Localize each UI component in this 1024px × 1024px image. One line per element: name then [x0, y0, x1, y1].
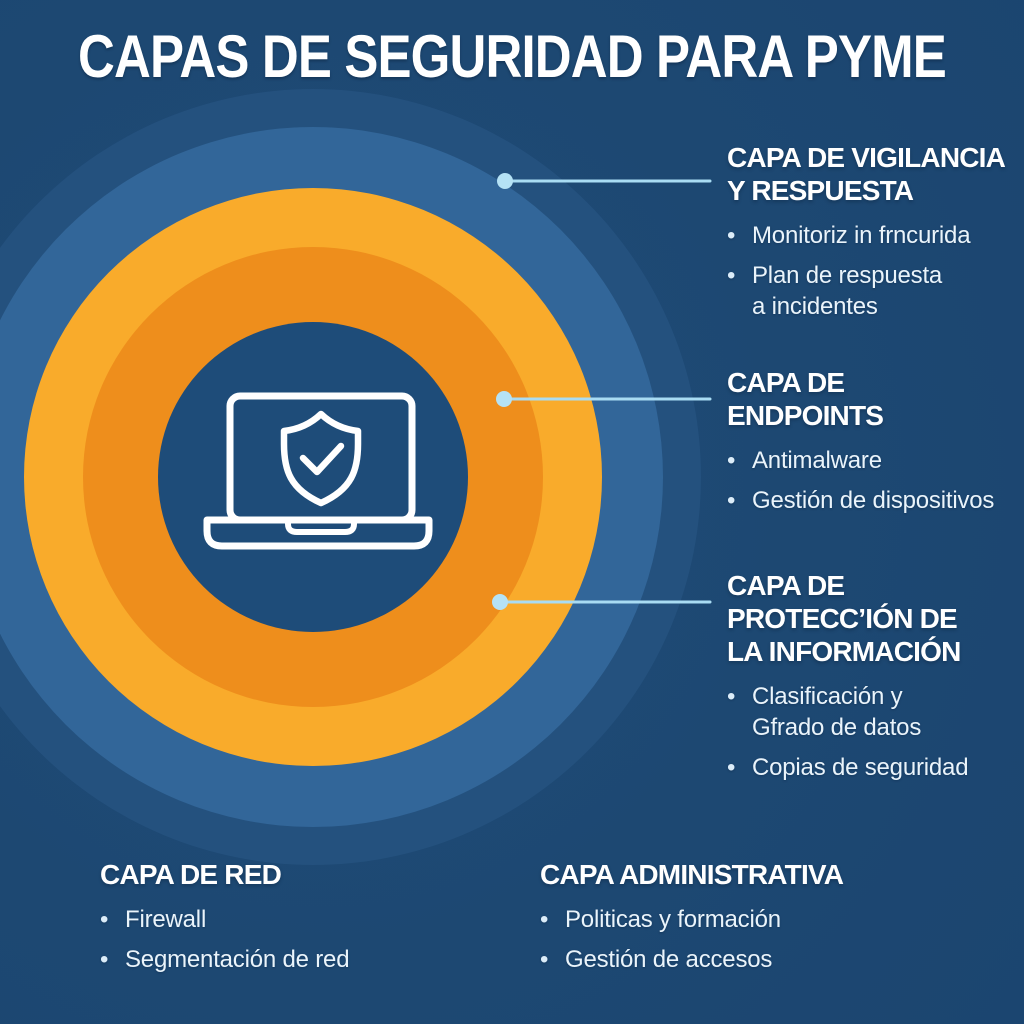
list-item: • Firewall [100, 904, 480, 935]
bullet-marker: • [727, 222, 736, 249]
list-item: • Antimalware [727, 445, 1024, 476]
bullet-list: • Monitoriz in frncurida • Plan de respu… [727, 220, 1024, 322]
bullet-marker: • [100, 906, 109, 933]
bullet-text: Firewall [125, 906, 207, 933]
list-item: • Plan de respuesta a incidentes [727, 260, 1024, 322]
section-proteccion-informacion: CAPA DE PROTECC’IÓN DE LA INFORMACIÓN • … [727, 569, 1024, 792]
bullet-list: • Politicas y formación • Gestión de acc… [540, 904, 960, 975]
list-item: • Gestión de dispositivos [727, 485, 1024, 516]
bullet-text: Monitoriz in frncurida [752, 222, 971, 249]
list-item: • Monitoriz in frncurida [727, 220, 1024, 251]
bullet-text: Copias de seguridad [752, 754, 969, 781]
bullet-marker: • [727, 487, 736, 514]
bullet-marker: • [727, 754, 736, 781]
list-item: • Gestión de accesos [540, 944, 960, 975]
leader-dot-proteccion [492, 594, 508, 610]
bullet-text: Clasificación y Gfrado de datos [752, 683, 922, 741]
section-heading: CAPA DE RED [100, 859, 282, 890]
leader-dot-vigilancia [497, 173, 513, 189]
laptop-shield-check-icon [203, 392, 433, 550]
bullet-marker: • [540, 906, 549, 933]
bullet-list: • Antimalware • Gestión de dispositivos [727, 445, 1024, 516]
laptop-trackpad-notch [285, 518, 357, 535]
bullet-marker: • [540, 946, 549, 973]
laptop-base [203, 516, 433, 550]
section-vigilancia-respuesta: CAPA DE VIGILANCIA Y RESPUESTA • Monitor… [727, 141, 1024, 331]
section-heading: CAPA DE VIGILANCIA Y RESPUESTA [727, 142, 1006, 206]
bullet-text: Gestión de accesos [565, 946, 773, 973]
leader-dots [492, 173, 513, 610]
bullet-marker: • [100, 946, 109, 973]
bullet-text: Segmentación de red [125, 946, 350, 973]
section-heading: CAPA ADMINISTRATIVA [540, 859, 844, 890]
bullet-marker: • [727, 262, 736, 289]
section-heading: CAPA DE ENDPOINTS [727, 367, 884, 431]
checkmark-icon [299, 442, 345, 476]
bullet-list: • Firewall • Segmentación de red [100, 904, 480, 975]
bullet-list: • Clasificación y Gfrado de datos • Copi… [727, 681, 1024, 783]
section-endpoints: CAPA DE ENDPOINTS • Antimalware • Gestió… [727, 366, 1024, 525]
page-title: CAPAS DE SEGURIDAD PARA PYME [78, 23, 947, 90]
bullet-marker: • [727, 447, 736, 474]
leader-dot-endpoints [496, 391, 512, 407]
center-circle [158, 322, 468, 632]
list-item: • Copias de seguridad [727, 752, 1024, 783]
shield-icon [280, 410, 362, 507]
section-red: CAPA DE RED • Firewall • Segmentación de… [100, 858, 480, 984]
section-heading: CAPA DE PROTECC’IÓN DE LA INFORMACIÓN [727, 570, 961, 667]
list-item: • Politicas y formación [540, 904, 960, 935]
list-item: • Clasificación y Gfrado de datos [727, 681, 1024, 743]
bullet-marker: • [727, 683, 736, 710]
bullet-text: Gestión de dispositivos [752, 487, 995, 514]
leader-lines [498, 179, 712, 604]
section-administrativa: CAPA ADMINISTRATIVA • Politicas y formac… [540, 858, 960, 984]
bullet-text: Antimalware [752, 447, 882, 474]
list-item: • Segmentación de red [100, 944, 480, 975]
bullet-text: Politicas y formación [565, 906, 781, 933]
bullet-text: Plan de respuesta a incidentes [752, 262, 943, 320]
